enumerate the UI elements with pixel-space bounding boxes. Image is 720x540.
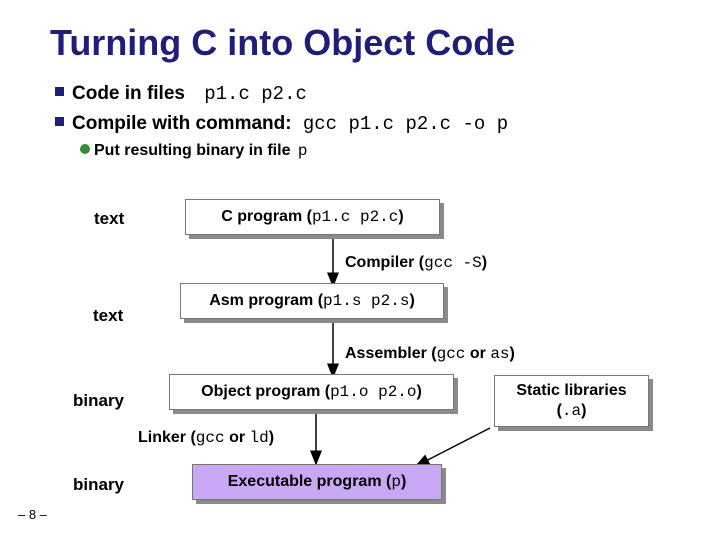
executable-program-box: Executable program (p) bbox=[192, 464, 442, 500]
bullet-dot-icon bbox=[80, 143, 90, 154]
side-label-text: text bbox=[93, 306, 124, 325]
step-text: Assembler ( bbox=[345, 345, 437, 362]
linker-label: Linker (gcc or ld) bbox=[138, 429, 274, 447]
box-label: Asm program ( bbox=[209, 292, 324, 309]
compiler-label: Compiler (gcc -S) bbox=[345, 254, 487, 272]
box-close: ) bbox=[400, 473, 407, 490]
box-close: ) bbox=[398, 208, 404, 225]
step-text: Compiler ( bbox=[345, 254, 425, 271]
page-title: Turning C into Object Code bbox=[50, 22, 516, 63]
bullet-compile-command: Compile with command: gcc p1.c p2.c -o p bbox=[55, 113, 508, 135]
box-code: .a bbox=[561, 402, 582, 420]
step-or: or bbox=[469, 345, 486, 362]
asm-program-box: Asm program (p1.s p2.s) bbox=[180, 283, 444, 319]
step-code: ld bbox=[249, 429, 269, 447]
bullet-code: gcc p1.c p2.c -o p bbox=[302, 113, 509, 135]
step-code: gcc -S bbox=[424, 254, 482, 272]
bullet-code-in-files: Code in files p1.c p2.c bbox=[55, 83, 307, 105]
box-code: p bbox=[391, 473, 401, 491]
page-number: – 8 – bbox=[18, 507, 47, 522]
box-label: Object program ( bbox=[201, 383, 331, 400]
step-or: or bbox=[229, 429, 246, 446]
static-libraries-box: Static libraries (.a) bbox=[494, 375, 649, 427]
step-code: gcc bbox=[436, 345, 466, 363]
box-label: Executable program ( bbox=[227, 473, 392, 490]
box-label: Static libraries bbox=[516, 382, 627, 399]
arrow-static-libs bbox=[414, 427, 491, 467]
box-close: ) bbox=[581, 402, 587, 419]
box-close: ) bbox=[409, 292, 415, 309]
object-program-box: Object program (p1.o p2.o) bbox=[169, 374, 454, 410]
bullet-text: Put resulting binary in file bbox=[94, 142, 291, 159]
step-code: as bbox=[490, 345, 510, 363]
box-code: p1.c p2.c bbox=[311, 208, 399, 226]
step-close: ) bbox=[509, 345, 515, 362]
side-label-binary: binary bbox=[73, 391, 125, 410]
box-code: p1.s p2.s bbox=[323, 292, 410, 310]
bullet-text: Compile with command: bbox=[72, 113, 292, 134]
bullet-code: p1.c p2.c bbox=[204, 83, 307, 105]
bullet-text: Code in files bbox=[72, 83, 185, 104]
bullet-code: p bbox=[297, 142, 308, 160]
side-label-binary: binary bbox=[73, 475, 125, 494]
box-label: C program ( bbox=[221, 208, 312, 225]
sub-bullet-binary-file: Put resulting binary in file p bbox=[80, 142, 308, 160]
box-code: p1.o p2.o bbox=[330, 383, 417, 401]
side-label-text: text bbox=[94, 209, 125, 228]
step-code: gcc bbox=[195, 429, 225, 447]
box-open: ( bbox=[556, 402, 562, 419]
bullet-square-icon bbox=[55, 117, 64, 127]
step-text: Linker ( bbox=[138, 429, 196, 446]
assembler-label: Assembler (gcc or as) bbox=[345, 345, 515, 363]
step-close: ) bbox=[268, 429, 275, 446]
c-program-box: C program (p1.c p2.c) bbox=[185, 199, 440, 235]
box-code-line: (.a) bbox=[495, 401, 648, 421]
step-close: ) bbox=[481, 254, 488, 271]
box-close: ) bbox=[416, 383, 422, 400]
bullet-square-icon bbox=[55, 87, 64, 97]
